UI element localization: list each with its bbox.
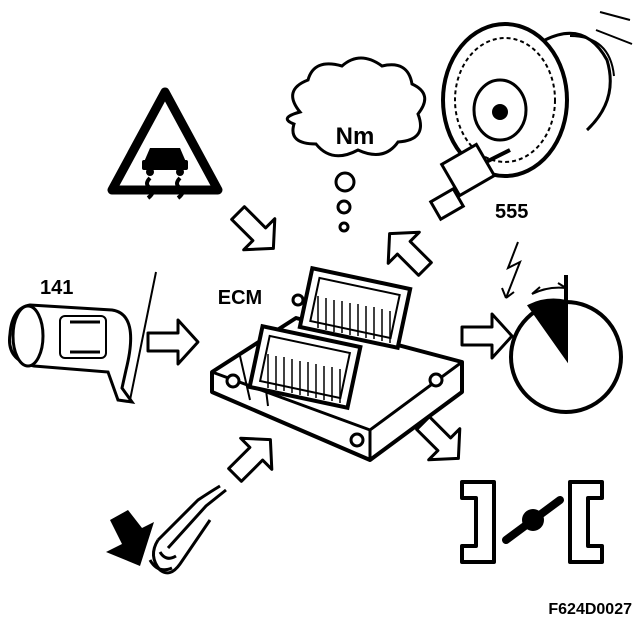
figure-id-label: F624D0027 xyxy=(548,601,632,618)
cruise-control-stalk-icon xyxy=(8,271,157,404)
throttle-valve-icon xyxy=(460,480,604,564)
input-arrow-from-pedal xyxy=(227,436,274,483)
ecm-unit-icon xyxy=(210,265,464,462)
torque-label: Nm xyxy=(336,123,375,150)
part-555-label: 555 xyxy=(495,201,528,223)
ignition-timing-dial-icon xyxy=(501,241,623,414)
camshaft-sprocket-icon xyxy=(428,11,633,222)
ecm-label: ECM xyxy=(218,287,262,309)
traction-warning-icon xyxy=(107,87,223,200)
input-arrow-from-stalk xyxy=(146,318,200,366)
output-arrow-to-throttle xyxy=(415,415,462,462)
part-141-label: 141 xyxy=(40,277,73,299)
accelerator-pedal-icon xyxy=(106,484,227,575)
output-arrow-to-ignition xyxy=(460,312,514,360)
input-arrow-from-warning xyxy=(230,205,277,252)
torque-thought-bubble-icon xyxy=(285,56,427,233)
input-arrow-from-camshaft xyxy=(386,230,433,277)
